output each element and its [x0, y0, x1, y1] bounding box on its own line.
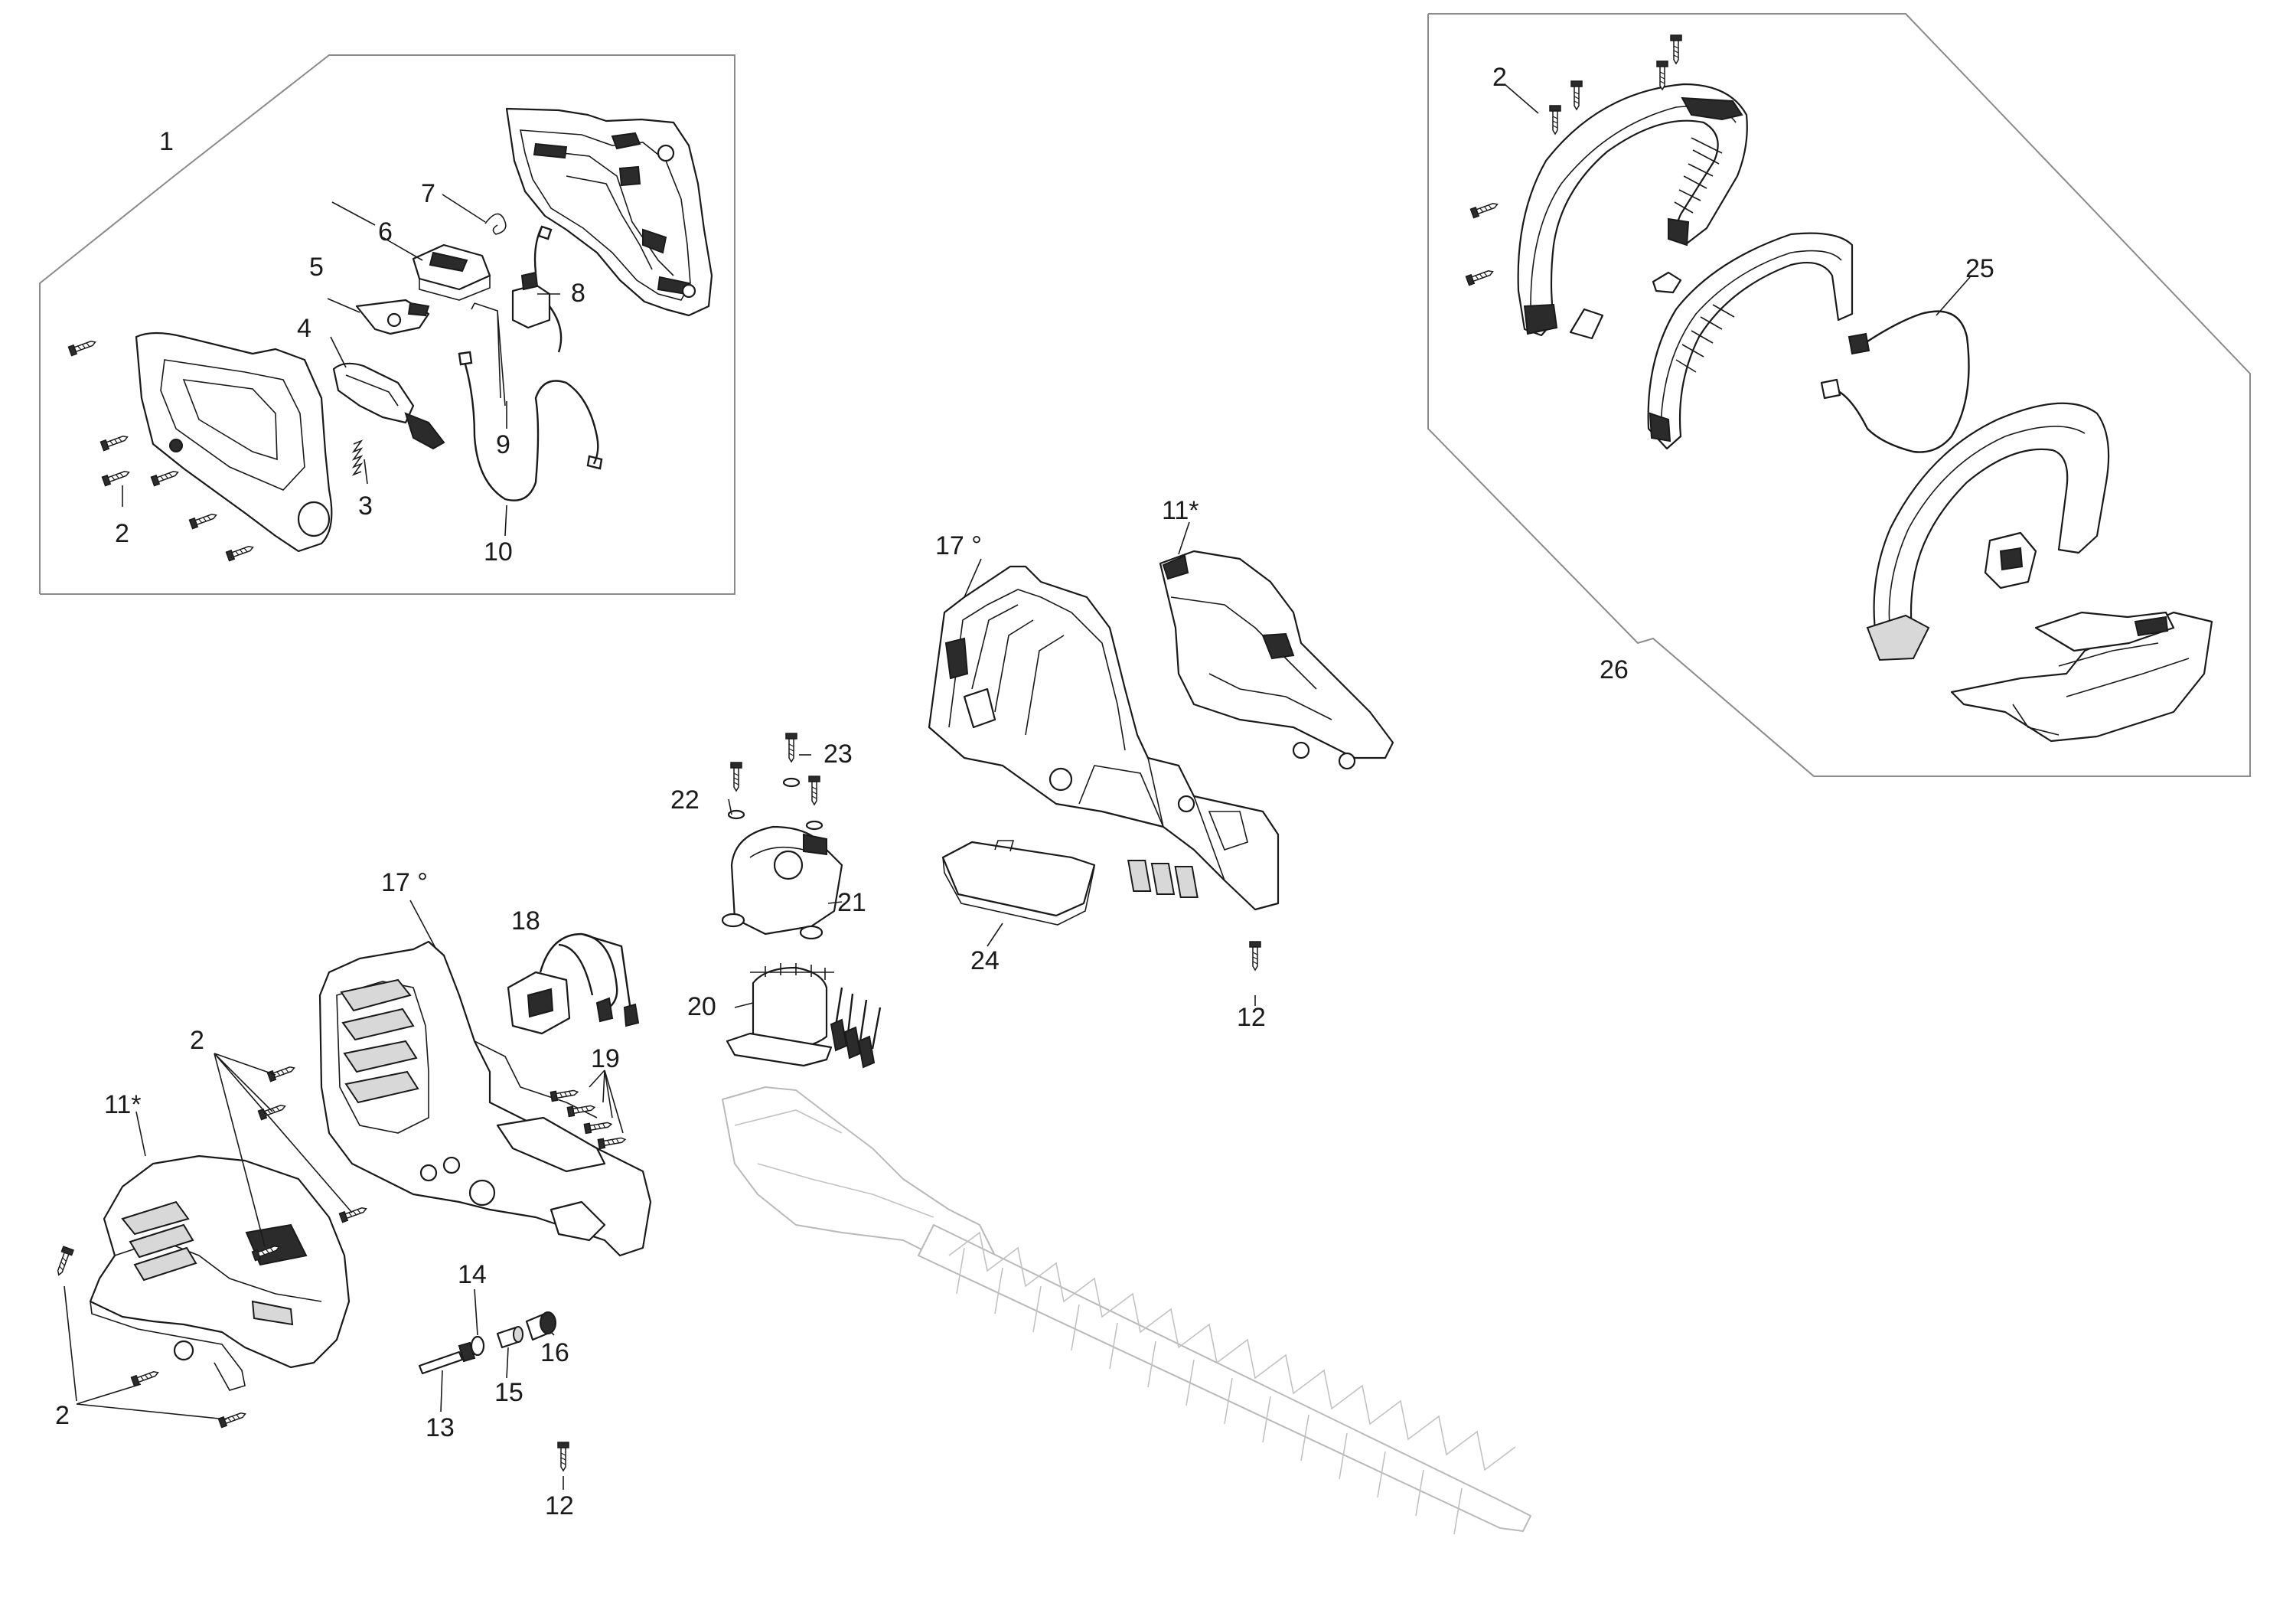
spacer-part-15 [496, 1326, 523, 1349]
label-2-left-a: 2 [190, 1026, 204, 1055]
label-26: 26 [1600, 655, 1629, 684]
label-10: 10 [484, 537, 513, 567]
label-18: 18 [511, 906, 540, 936]
front-handle-lower-half [1647, 232, 1854, 450]
lever-part-5 [355, 299, 430, 335]
leaders-motor [728, 754, 1256, 1008]
label-20: 20 [687, 992, 716, 1021]
leaders-kit26 [1504, 83, 1971, 316]
handle-wire-part-25 [1820, 310, 1970, 453]
loop-handle [1866, 402, 2110, 661]
motor-part-20 [726, 963, 882, 1069]
label-24: 24 [970, 946, 1000, 975]
front-handle-upper-half [1517, 83, 1748, 337]
rear-handle-left-half [135, 331, 333, 553]
motor-housing-right-half [928, 565, 1280, 911]
screws-22-23 [727, 733, 823, 831]
controller-board-part-24 [941, 840, 1199, 926]
switch-part-8 [511, 225, 563, 353]
kit-frame-front-handle [1427, 13, 2251, 777]
label-16: 16 [540, 1338, 569, 1367]
label-22: 22 [670, 785, 700, 815]
screws-part-19 [550, 1069, 627, 1150]
bolt-part-13 [418, 1341, 476, 1375]
motor-housing-left-half [318, 940, 652, 1257]
spring-part-3 [351, 439, 364, 476]
kit-frame-handle [39, 54, 735, 595]
spring-clip-part-7 [484, 213, 507, 235]
label-14: 14 [458, 1260, 487, 1289]
leaders-kit1 [122, 194, 560, 537]
label-19: 19 [591, 1044, 620, 1073]
cover-part-11-left [89, 1154, 351, 1391]
label-2-kit1: 2 [115, 519, 129, 548]
loop-handle-base [1950, 611, 2213, 743]
label-21: 21 [837, 888, 866, 917]
bushing-part-16 [525, 1311, 556, 1341]
label-11-left: 11* [104, 1090, 142, 1119]
label-12-right: 12 [1237, 1003, 1266, 1032]
leaders-housings [409, 521, 1190, 950]
label-13: 13 [426, 1413, 455, 1442]
label-1: 1 [159, 127, 174, 156]
label-11-right: 11* [1162, 496, 1199, 525]
label-7: 7 [421, 179, 435, 208]
label-25: 25 [1965, 254, 1994, 283]
label-2-kit26: 2 [1492, 63, 1507, 92]
wire-harness-part-10 [458, 351, 603, 501]
label-9: 9 [496, 430, 510, 459]
screws-part-2-lower [53, 1053, 369, 1429]
label-6: 6 [378, 217, 393, 247]
handle-clips [1569, 271, 1682, 340]
label-8: 8 [571, 279, 585, 308]
label-5: 5 [309, 253, 324, 282]
label-12-left: 12 [545, 1491, 574, 1520]
trigger-part-4 [332, 362, 445, 450]
switch-part-18 [507, 932, 640, 1035]
washer-part-14 [470, 1335, 485, 1357]
hedge-blade-ghost [722, 1086, 1531, 1535]
part-labels: 1 2 3 4 5 6 7 8 9 10 2 25 26 17 ° 11* 23… [55, 63, 1994, 1520]
label-17-top: 17 ° [935, 531, 982, 560]
rod-part-9 [471, 302, 506, 407]
label-15: 15 [494, 1378, 523, 1407]
switch-cover-part-6 [412, 243, 491, 301]
label-2-left-b: 2 [55, 1401, 70, 1430]
label-17-left: 17 ° [381, 868, 428, 897]
screw-part-12-left [557, 1442, 569, 1471]
label-4: 4 [297, 314, 311, 343]
motor-cap-part-21 [721, 825, 843, 940]
label-3: 3 [358, 491, 373, 521]
leaders-13-16 [440, 1288, 564, 1490]
label-23: 23 [823, 740, 853, 769]
cover-part-11-right [1159, 550, 1394, 770]
handle-housing-right-half [505, 107, 713, 317]
screw-part-12-right [1249, 941, 1261, 971]
